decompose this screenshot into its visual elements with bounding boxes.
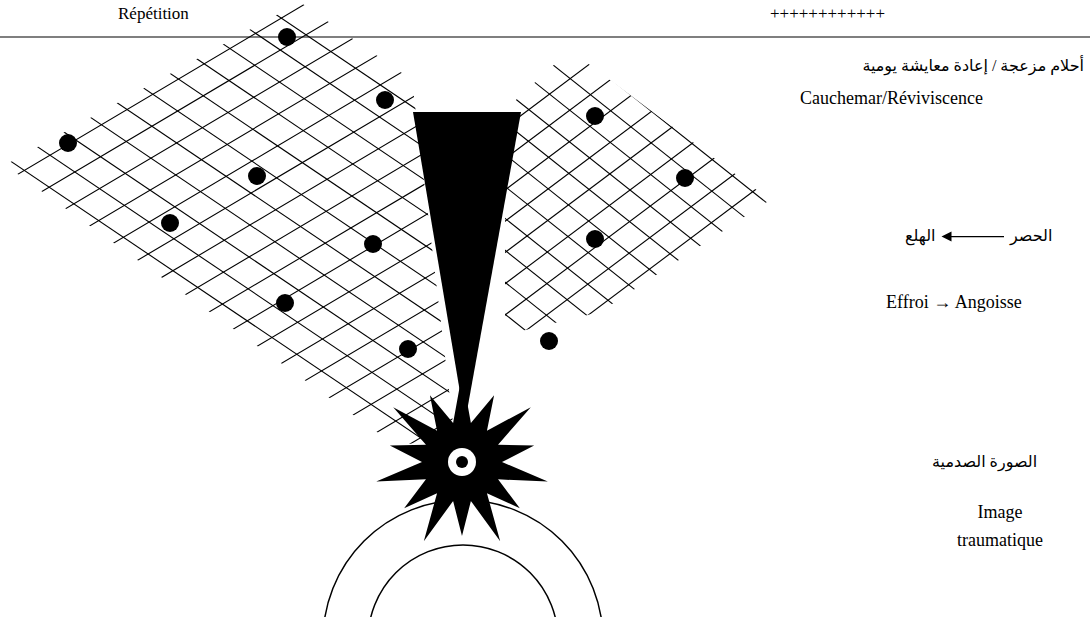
dot	[540, 332, 558, 350]
grid-line	[301, 0, 959, 451]
dot	[278, 28, 296, 46]
dots	[59, 28, 694, 358]
grid-line	[441, 0, 1090, 275]
grid-line	[0, 0, 418, 114]
grid-line	[426, 0, 1084, 295]
grid-line	[0, 0, 432, 137]
dot	[276, 294, 294, 312]
arabic-dreams-label: أحلام مزعجة / إعادة معايشة يومية	[862, 56, 1084, 75]
grid-line	[0, 0, 598, 460]
image-label: Image traumatique	[940, 498, 1060, 554]
dot	[248, 167, 266, 185]
grid-line	[369, 38, 1041, 542]
grid-line	[40, 266, 763, 617]
grid-line	[53, 0, 749, 236]
grid-line	[264, 0, 936, 402]
grid-line	[0, 11, 611, 439]
grid-line	[0, 303, 387, 617]
grid-line	[0, 0, 613, 438]
grid-right	[159, 0, 1090, 617]
grid-line	[68, 313, 791, 617]
grid-left	[0, 0, 810, 617]
arabic-image-label: الصورة الصدمية	[932, 452, 1037, 471]
grid-line	[82, 336, 805, 617]
starburst	[376, 374, 548, 541]
grid-line	[54, 289, 777, 617]
dot	[161, 214, 179, 232]
nightmare-label: Cauchemar/Réviviscence	[800, 88, 983, 110]
grid-line	[0, 0, 446, 161]
grid-line	[0, 127, 680, 555]
grid-line	[0, 12, 583, 482]
dot	[376, 91, 394, 109]
grid-line	[270, 0, 928, 490]
grid-line	[0, 0, 628, 415]
dot	[586, 230, 604, 248]
grid-line	[0, 104, 666, 532]
grid-line	[23, 0, 719, 281]
grid-line	[0, 80, 653, 508]
grid-line	[249, 0, 921, 382]
grid-line	[192, 66, 850, 589]
dot	[59, 134, 77, 152]
grid-line	[208, 46, 866, 569]
arabic-angoisse-label: الحصر	[1010, 226, 1052, 245]
dot	[586, 107, 604, 125]
grid-line	[26, 243, 749, 617]
grid-line	[234, 0, 906, 362]
grid-line	[279, 0, 951, 422]
plus-marks: ++++++++++++	[770, 4, 885, 24]
arrow-line	[950, 236, 1004, 237]
grid-line	[204, 0, 876, 322]
dot	[364, 235, 382, 253]
grid-line	[0, 150, 694, 578]
dot	[399, 340, 417, 358]
grid-line	[13, 220, 736, 617]
arrows	[942, 232, 1004, 242]
rule-line	[0, 36, 1090, 37]
grid-line	[0, 0, 689, 326]
dot	[676, 169, 694, 187]
grid-line	[0, 34, 625, 462]
effroi-angoisse-label: Effroi → Angoisse	[886, 292, 1022, 314]
grid-line	[0, 281, 402, 617]
grid-line	[0, 0, 659, 370]
grid-line	[0, 0, 643, 393]
grid-line	[255, 0, 913, 510]
grid-line	[223, 27, 881, 550]
grid-line	[0, 57, 553, 527]
grid-line	[286, 0, 944, 471]
repetition-label: Répétition	[118, 4, 189, 24]
grid-line	[189, 0, 861, 302]
grid-line	[38, 0, 734, 258]
wedge	[413, 112, 521, 422]
arrow-head	[942, 232, 952, 242]
grid-line	[0, 173, 708, 601]
ring	[448, 448, 476, 476]
arabic-effroi-label: الهلع	[905, 226, 936, 245]
grid-line	[219, 0, 891, 342]
grid-line	[8, 0, 704, 303]
ring-center	[456, 456, 468, 468]
